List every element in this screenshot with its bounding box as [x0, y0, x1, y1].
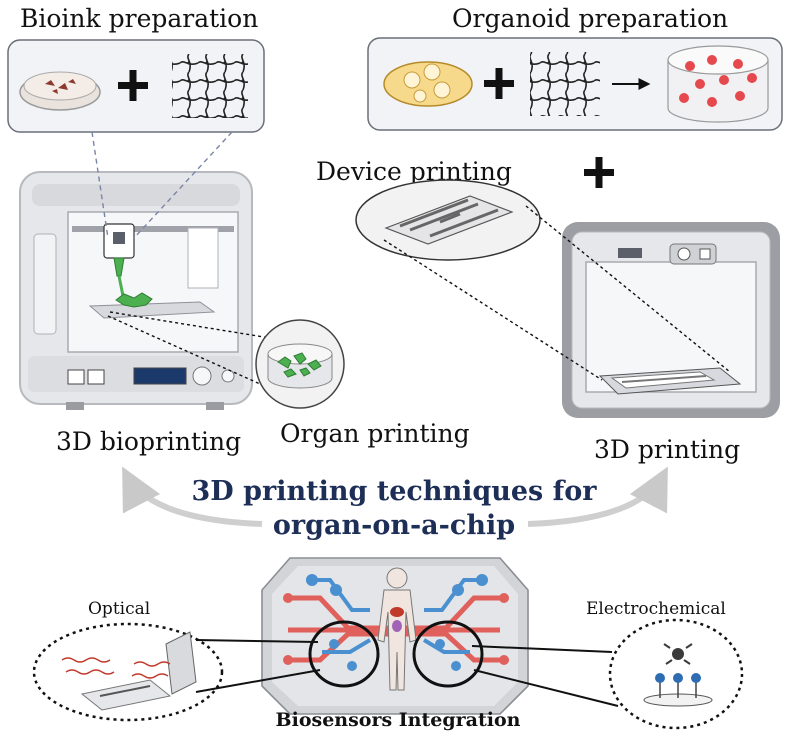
human-figure-icon: [377, 567, 417, 691]
hydrogel-mesh-icon: [530, 52, 600, 116]
plus-icon: [118, 70, 148, 101]
connector-line: [471, 645, 613, 653]
petri-dish-organoids-icon: [383, 61, 473, 107]
bioink-preparation-label: Bioink preparation: [20, 4, 258, 33]
plus-icon: [584, 157, 614, 188]
printer-3d: [562, 222, 780, 418]
zoom-connector: [133, 131, 233, 239]
title-line-1: 3D printing techniques for: [192, 476, 598, 507]
printing-label: 3D printing: [594, 435, 740, 464]
petri-dish-cells-icon: [19, 71, 101, 111]
sensor-region-right: [412, 620, 484, 688]
organ-on-chip: [261, 557, 529, 715]
connector-line: [473, 669, 619, 707]
organoid-preparation-label: Organoid preparation: [452, 4, 728, 33]
electrochemical-label: Electrochemical: [586, 599, 726, 619]
organ-printing-label: Organ printing: [280, 419, 470, 448]
optical-label: Optical: [88, 599, 150, 619]
device-printing-label: Device printing: [316, 157, 512, 186]
bioprinting-label: 3D bioprinting: [56, 427, 241, 456]
zoom-connector: [107, 315, 279, 393]
connector-line: [195, 639, 319, 643]
optical-sensor-inset: [32, 622, 224, 722]
sensor-region-left: [308, 620, 380, 688]
biosensors-integration-label: Biosensors Integration: [276, 709, 521, 731]
title-line-2: organ-on-a-chip: [273, 510, 515, 541]
connector-line: [195, 669, 321, 693]
organoid-gel-icon: [667, 45, 769, 123]
bioink-preparation-panel: [7, 39, 265, 133]
zoom-connector: [525, 205, 731, 373]
arrow-to-printing: [527, 466, 668, 527]
hydrogel-mesh-icon: [172, 54, 248, 118]
zoom-connector: [383, 239, 603, 381]
electrochemical-sensor-inset: [608, 618, 744, 730]
organoid-preparation-panel: [367, 37, 783, 131]
organ-printing-inset: [255, 319, 345, 409]
bioprinter: [19, 171, 253, 410]
printed-device-icon: [355, 179, 541, 261]
plus-icon: [484, 68, 514, 99]
arrow-to-bioprinting: [122, 466, 263, 527]
